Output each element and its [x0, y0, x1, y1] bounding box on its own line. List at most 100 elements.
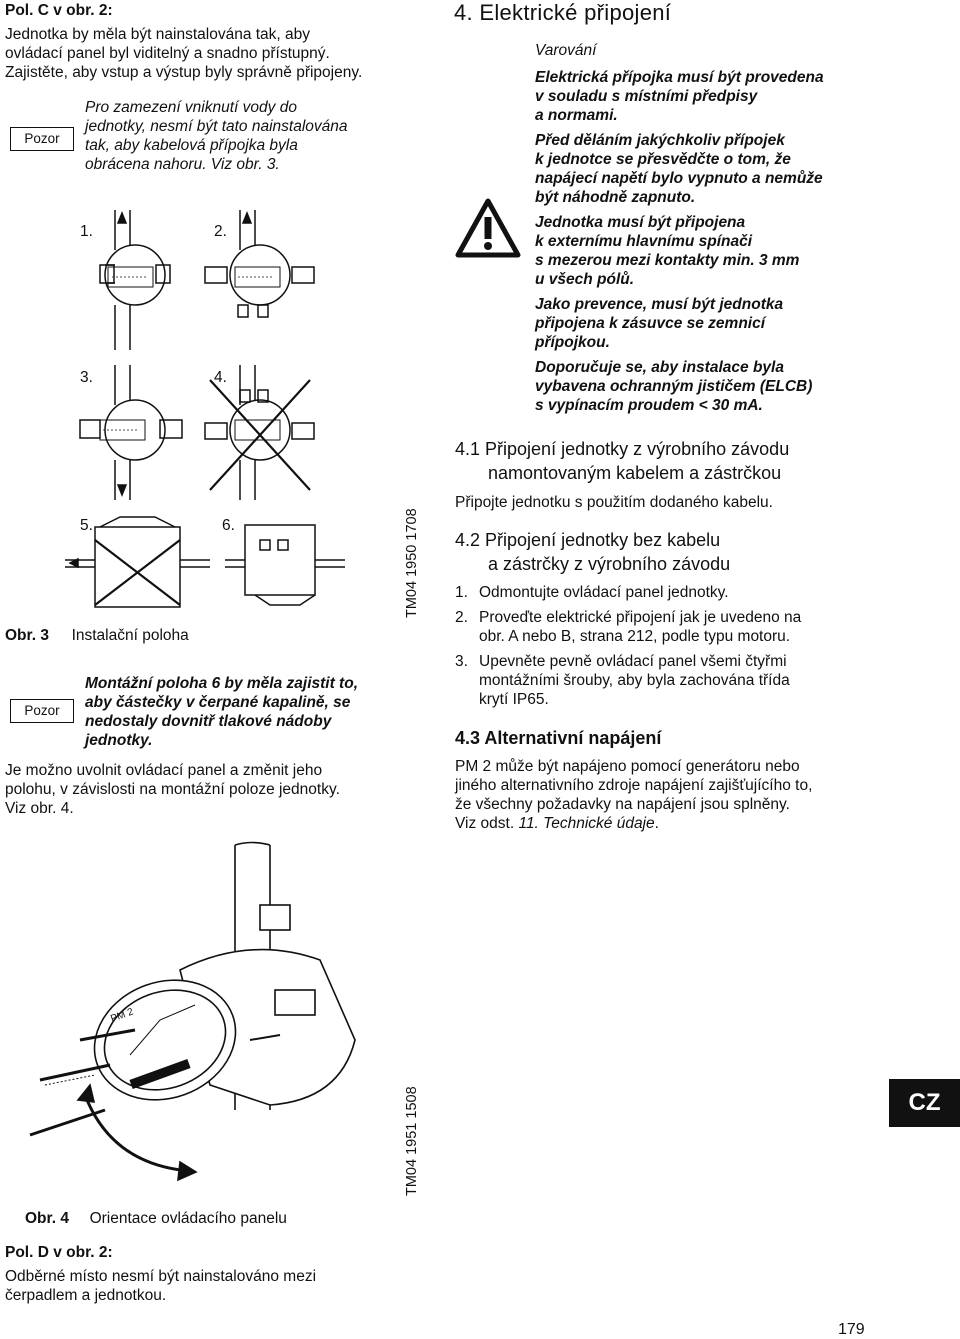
section-4-2-list: 1. Odmontujte ovládací panel jednotky. 2… — [455, 583, 895, 709]
section-4-1-title: 4.1 Připojení jednotky z výrobního závod… — [455, 437, 789, 485]
fig3-caption: Obr. 3 Instalační poloha — [5, 626, 189, 645]
list-item: 1. Odmontujte ovládací panel jednotky. — [455, 583, 895, 602]
text-line: u všech pólů. — [535, 271, 635, 288]
fig3-position-4: 4. — [214, 369, 227, 386]
text-line: aby částečky v čerpané kapalině, se — [85, 694, 351, 711]
text-line: nedostaly dovnitř tlakové nádoby — [85, 713, 332, 730]
rotation-arrow — [76, 1083, 198, 1182]
warning-block: Elektrická přípojka musí být provedena v… — [535, 68, 955, 415]
panel-paragraph: Je možno uvolnit ovládací panel a změnit… — [5, 761, 340, 818]
text-line: obrácena nahoru. Viz obr. 3. — [85, 156, 280, 173]
text-line: Elektrická přípojka musí být provedena — [535, 69, 824, 86]
fig3-position-1: 1. — [80, 223, 93, 240]
installation-position-1 — [99, 210, 171, 350]
control-panel — [93, 979, 237, 1101]
section-4-1-text: Připojte jednotku s použitím dodaného ka… — [455, 494, 773, 511]
fig3-position-3: 3. — [80, 369, 93, 386]
text-line: ovládací panel byl viditelný a snadno př… — [5, 45, 330, 62]
pozor-text-1: Pro zamezení vniknutí vody do jednotky, … — [85, 98, 348, 174]
list-item: 2. Proveďte elektrické připojení jak je … — [455, 608, 895, 646]
text-line: Před děláním jakýchkoliv přípojek — [535, 132, 785, 149]
warning-item: Doporučuje se, aby instalace byla vybave… — [535, 358, 955, 415]
warning-triangle-icon — [455, 198, 521, 258]
text-line: jednotky. — [85, 732, 153, 749]
text-line: připojena k zásuvce se zemnicí — [535, 315, 766, 332]
text-line: montážními šrouby, aby byla zachována tř… — [479, 672, 790, 689]
intro-paragraph: Jednotka by měla být nainstalována tak, … — [5, 25, 362, 82]
fig4-code: TM04 1951 1508 — [404, 1086, 420, 1196]
text-line: Odběrné místo nesmí být nainstalováno me… — [5, 1268, 317, 1285]
ref-prefix: Viz odst. — [455, 815, 519, 832]
text-line: čerpadlem a jednotkou. — [5, 1287, 167, 1304]
text-line: že všechny požadavky na napájení jsou sp… — [455, 796, 790, 813]
warning-title: Varování — [535, 42, 597, 59]
text-line: k externímu hlavnímu spínači — [535, 233, 753, 250]
heading-line: 4.2 Připojení jednotky bez kabelu — [455, 530, 721, 550]
pol-d-text: Odběrné místo nesmí být nainstalováno me… — [5, 1267, 316, 1305]
fig3-caption-text: Instalační poloha — [71, 627, 189, 644]
text-line: vybavena ochranným jističem (ELCB) — [535, 378, 813, 395]
text-line: Odmontujte ovládací panel jednotky. — [479, 584, 729, 601]
text-line: polohu, v závislosti na montážní poloze … — [5, 781, 340, 798]
text-line: Zajistěte, aby vstup a výstup byly správ… — [5, 64, 363, 81]
text-line: krytí IP65. — [479, 691, 549, 708]
heading-line: a zástrčky z výrobního závodu — [488, 554, 731, 574]
warning-item: Před děláním jakýchkoliv přípojek k jedn… — [535, 131, 955, 207]
fig3-label: Obr. 3 — [5, 627, 49, 644]
text-line: k jednotce se přesvědčte o tom, že — [535, 151, 791, 168]
text-line: Jednotka by měla být nainstalována tak, … — [5, 26, 311, 43]
fig3-installation-diagram — [65, 210, 345, 608]
fig4-caption-text: Orientace ovládacího panelu — [89, 1210, 287, 1227]
text-line: tak, aby kabelová přípojka byla — [85, 137, 298, 154]
installation-position-2 — [204, 210, 315, 318]
installation-position-3 — [79, 365, 183, 500]
heading-line: 4.1 Připojení jednotky z výrobního závod… — [455, 439, 790, 459]
list-text: Upevněte pevně ovládací panel všemi čtyř… — [455, 652, 895, 709]
text-line: přípojkou. — [535, 334, 610, 351]
fig3-code: TM04 1950 1708 — [404, 508, 420, 618]
pol-d-heading: Pol. D v obr. 2: — [5, 1244, 113, 1261]
text-line: Jako prevence, musí být jednotka — [535, 296, 784, 313]
list-number: 3. — [455, 653, 468, 670]
warning-item: Jednotka musí být připojena k externímu … — [535, 213, 955, 289]
text-line: Upevněte pevně ovládací panel všemi čtyř… — [479, 653, 787, 670]
text-line: Pro zamezení vniknutí vody do — [85, 99, 297, 116]
list-number: 2. — [455, 609, 468, 626]
text-line: jednotky, nesmí být tato nainstalována — [85, 118, 348, 135]
text-line: PM 2 může být napájeno pomocí generátoru… — [455, 758, 800, 775]
text-line: Proveďte elektrické připojení jak je uve… — [479, 609, 802, 626]
text-line: obr. A nebo B, strana 212, podle typu mo… — [479, 628, 791, 645]
installation-position-4 — [204, 365, 315, 500]
pozor-box: Pozor — [10, 127, 74, 151]
installation-position-6 — [225, 524, 345, 606]
technical-data-reference[interactable]: 11. Technické údaje — [518, 815, 655, 832]
page-number: 179 — [838, 1321, 865, 1338]
text-line: napájecí napětí bylo vypnuto a nemůže — [535, 170, 823, 187]
text-line: být náhodně zapnuto. — [535, 189, 696, 206]
fig4-caption: Obr. 4 Orientace ovládacího panelu — [25, 1209, 287, 1228]
text-line: s mezerou mezi kontakty min. 3 mm — [535, 252, 800, 269]
list-text: Proveďte elektrické připojení jak je uve… — [455, 608, 895, 646]
list-item: 3. Upevněte pevně ovládací panel všemi č… — [455, 652, 895, 709]
warning-item: Jako prevence, musí být jednotka připoje… — [535, 295, 955, 352]
text-line: s vypínacím proudem < 30 mA. — [535, 397, 763, 414]
text-line: v souladu s místními předpisy — [535, 88, 758, 105]
section-4-2-title: 4.2 Připojení jednotky bez kabelu a zást… — [455, 528, 730, 576]
installation-position-5 — [65, 516, 210, 608]
text-line: jiného alternativního zdroje napájení za… — [455, 777, 813, 794]
heading-line: namontovaným kabelem a zástrčkou — [488, 463, 782, 483]
pozor-box: Pozor — [10, 699, 74, 723]
text-line: Jednotka musí být připojena — [535, 214, 746, 231]
ref-suffix: . — [654, 815, 659, 832]
fig4-label: Obr. 4 — [25, 1210, 69, 1227]
fig3-position-6: 6. — [222, 517, 235, 534]
text-line: a normami. — [535, 107, 618, 124]
list-number: 1. — [455, 584, 468, 601]
language-tab: CZ — [889, 1079, 960, 1127]
fig4-panel-orientation-diagram: PM 2 — [29, 841, 356, 1182]
section-4-3-text: PM 2 může být napájeno pomocí generátoru… — [455, 757, 812, 833]
list-text: Odmontujte ovládací panel jednotky. — [455, 583, 895, 602]
pozor-text-2: Montážní poloha 6 by měla zajistit to, a… — [85, 674, 358, 750]
fig3-position-5: 5. — [80, 517, 93, 534]
text-line: Montážní poloha 6 by měla zajistit to, — [85, 675, 358, 692]
